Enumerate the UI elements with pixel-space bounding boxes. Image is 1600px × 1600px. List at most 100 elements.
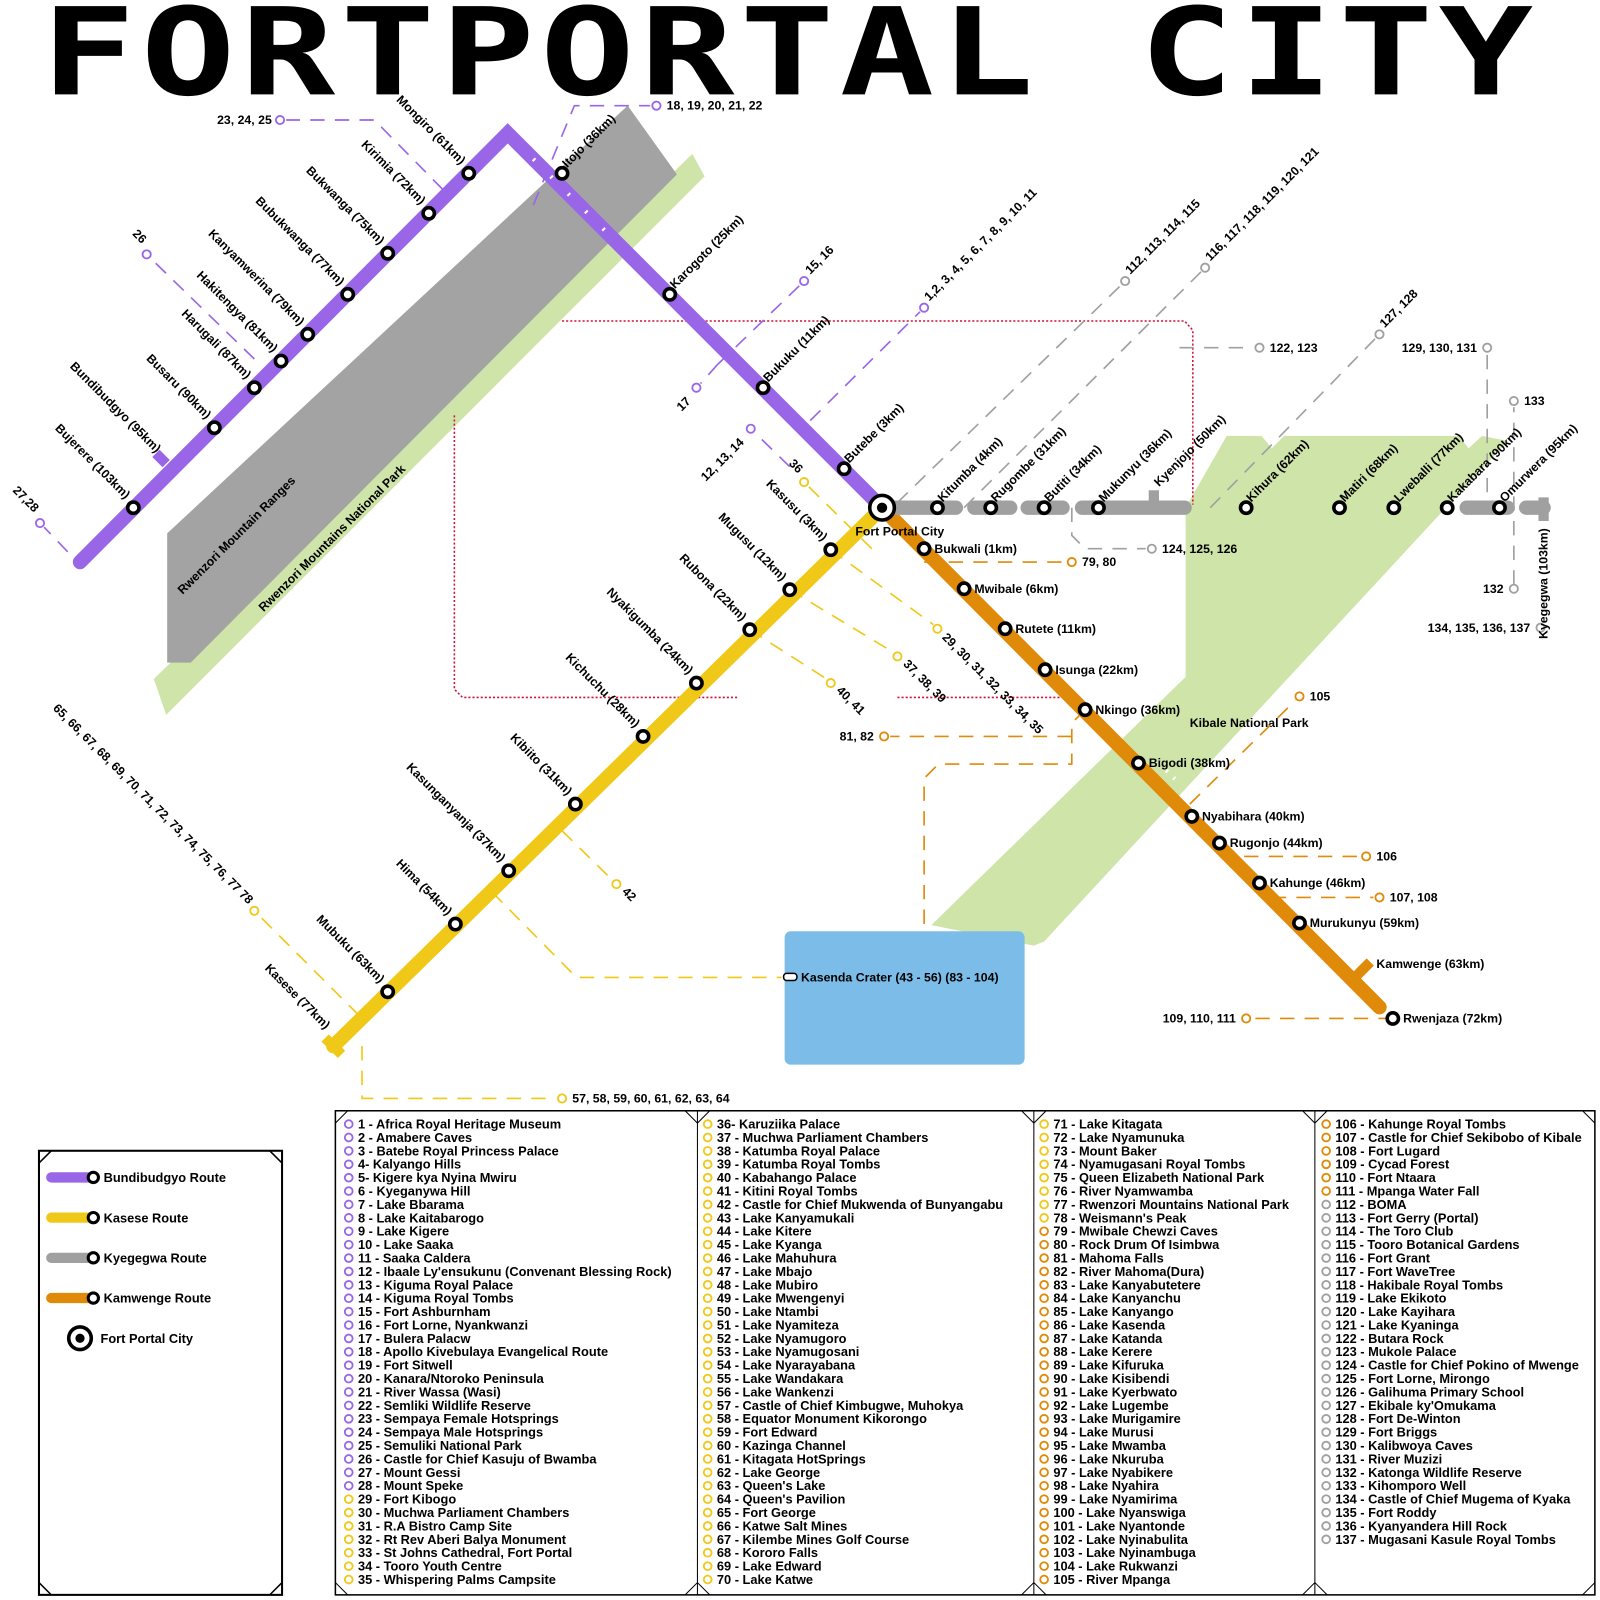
station-kamwenge[interactable]: Kamwenge (63km) bbox=[1376, 957, 1484, 971]
station-marker[interactable] bbox=[380, 984, 396, 1000]
station-marker[interactable] bbox=[1492, 500, 1507, 516]
attraction-marker[interactable] bbox=[1482, 342, 1493, 353]
attraction-branch-orange[interactable]: 107, 108 bbox=[1271, 891, 1438, 905]
station-kamwenge[interactable]: Bukwali (1km) bbox=[916, 541, 1017, 557]
attraction-marker[interactable] bbox=[799, 275, 810, 287]
station-kasese[interactable]: Rubona (22km) bbox=[677, 551, 758, 638]
station-marker[interactable] bbox=[380, 245, 396, 261]
station-kasese[interactable]: Kasusu (3km) bbox=[763, 477, 839, 558]
attraction-branch-purple[interactable]: 17 bbox=[674, 363, 719, 414]
attraction-branch-orange[interactable]: 106 bbox=[1219, 850, 1397, 864]
attraction-marker[interactable] bbox=[611, 879, 622, 890]
station-marker[interactable] bbox=[273, 353, 289, 369]
attraction-marker[interactable] bbox=[651, 100, 662, 111]
station-marker[interactable] bbox=[501, 863, 517, 879]
station-marker[interactable] bbox=[1036, 500, 1052, 516]
station-marker[interactable] bbox=[1252, 875, 1267, 891]
station-kamwenge[interactable]: Kahunge (46km) bbox=[1252, 875, 1366, 891]
station-marker[interactable] bbox=[1091, 500, 1106, 516]
attraction-branch-yellow[interactable]: 65, 66, 67, 68, 69, 70, 71, 72, 73, 74, … bbox=[50, 701, 360, 1016]
attraction-marker[interactable] bbox=[745, 423, 756, 434]
station-marker[interactable] bbox=[1212, 835, 1227, 851]
station-marker[interactable] bbox=[300, 326, 316, 342]
attraction-branch-purple[interactable]: 27,28 bbox=[10, 483, 69, 553]
station-marker[interactable] bbox=[1439, 500, 1455, 516]
station-marker[interactable] bbox=[929, 500, 945, 516]
station-marker[interactable] bbox=[1131, 755, 1146, 771]
station-kasese[interactable]: Hima (54km) bbox=[393, 856, 463, 932]
attraction-marker[interactable] bbox=[1294, 691, 1305, 702]
station-bundibudgyo[interactable]: Bujerere (103km) bbox=[52, 421, 141, 516]
attraction-branch-grey[interactable]: 133 bbox=[1508, 394, 1545, 585]
attraction-marker[interactable] bbox=[1200, 262, 1211, 273]
attraction-branch-purple[interactable]: 15, 16 bbox=[717, 243, 837, 365]
attraction-marker[interactable] bbox=[557, 1093, 568, 1104]
station-marker[interactable] bbox=[742, 622, 758, 638]
station-kamwenge[interactable]: Isunga (22km) bbox=[1037, 662, 1138, 678]
attraction-branch-yellow[interactable]: 57, 58, 59, 60, 61, 62, 63, 64 bbox=[361, 1046, 730, 1106]
station-kasese[interactable]: Kichuchu (28km) bbox=[563, 650, 651, 744]
attraction-marker[interactable] bbox=[1508, 583, 1519, 594]
attraction-branch-yellow[interactable]: 42 bbox=[561, 830, 639, 904]
station-bundibudgyo[interactable]: Busaru (90km) bbox=[144, 351, 222, 436]
station-bundibudgyo[interactable]: Butebe (3km) bbox=[836, 401, 906, 477]
attraction-marker[interactable] bbox=[892, 651, 903, 662]
attraction-marker[interactable] bbox=[1508, 395, 1519, 407]
station-marker[interactable] bbox=[956, 581, 972, 597]
attraction-branch-grey[interactable]: 124, 125, 126 bbox=[1070, 507, 1238, 556]
attraction-marker[interactable] bbox=[1120, 275, 1131, 287]
station-kamwenge[interactable]: Rutete (11km) bbox=[997, 621, 1096, 637]
station-marker[interactable] bbox=[997, 621, 1013, 637]
attraction-marker[interactable] bbox=[932, 623, 943, 634]
attraction-marker[interactable] bbox=[1066, 557, 1077, 568]
attraction-branch-grey[interactable]: 132 bbox=[1483, 582, 1519, 596]
station-marker[interactable] bbox=[983, 500, 999, 516]
attraction-marker[interactable] bbox=[919, 302, 930, 313]
attraction-marker[interactable] bbox=[1535, 622, 1546, 633]
attraction-branch-purple[interactable]: 12, 13, 14 bbox=[698, 423, 791, 484]
attraction-marker[interactable] bbox=[274, 114, 286, 126]
station-kamwenge[interactable]: Murukunyu (59km) bbox=[1292, 915, 1419, 931]
attraction-branch-purple[interactable]: 1,2, 3, 4, 5, 6, 7, 8, 9, 10, 11 bbox=[809, 185, 1040, 422]
station-marker[interactable] bbox=[567, 796, 583, 812]
station-kasese[interactable]: Nyakigumba (24km) bbox=[604, 585, 704, 691]
station-bundibudgyo[interactable]: Karogoto (25km) bbox=[662, 212, 746, 302]
station-marker[interactable] bbox=[1184, 808, 1200, 824]
station-marker[interactable] bbox=[1292, 915, 1307, 931]
attraction-branch-orange[interactable]: 105 bbox=[1189, 690, 1331, 805]
station-kamwenge[interactable]: Rugonjo (44km) bbox=[1212, 835, 1323, 851]
station-kamwenge[interactable]: Rwenjaza (72km) bbox=[1385, 1011, 1502, 1026]
station-marker[interactable] bbox=[1077, 702, 1093, 718]
station-kasese[interactable]: Mugusu (12km) bbox=[716, 510, 798, 598]
station-kyegegwa[interactable]: Kyegegwa (103km) bbox=[1537, 528, 1551, 639]
station-marker[interactable] bbox=[340, 286, 356, 302]
station-bundibudgyo[interactable]: Kirimia (72km) bbox=[358, 137, 437, 221]
attraction-branch-orange[interactable]: 109, 110, 111 bbox=[1163, 1012, 1393, 1026]
attraction-branch-grey[interactable]: 129, 130, 131 bbox=[1402, 341, 1493, 493]
attraction-marker[interactable] bbox=[799, 477, 810, 488]
attraction-marker[interactable] bbox=[825, 678, 836, 689]
attraction-branch-purple[interactable]: 18, 19, 20, 21, 22 bbox=[532, 99, 763, 206]
attraction-branch-grey[interactable]: 112, 113, 114, 115 bbox=[896, 196, 1203, 504]
station-marker[interactable] bbox=[1238, 500, 1254, 516]
station-kamwenge[interactable]: Bigodi (38km) bbox=[1131, 755, 1230, 771]
station-marker[interactable] bbox=[662, 286, 678, 302]
attraction-marker[interactable] bbox=[249, 905, 260, 916]
station-kasese[interactable]: Mubuku (63km) bbox=[314, 912, 396, 1000]
station-kamwenge[interactable]: Nkingo (36km) bbox=[1077, 702, 1180, 718]
station-marker[interactable] bbox=[125, 500, 141, 516]
station-marker[interactable] bbox=[246, 380, 262, 396]
attraction-branch-orange[interactable]: 79, 80 bbox=[924, 555, 1116, 569]
station-bundibudgyo[interactable]: Bukuku (11km) bbox=[755, 313, 832, 396]
attraction-marker[interactable] bbox=[691, 382, 702, 393]
station-marker[interactable] bbox=[1386, 500, 1402, 516]
attraction-marker[interactable] bbox=[1374, 892, 1385, 903]
attraction-branch-grey[interactable]: 122, 123 bbox=[1179, 341, 1318, 355]
station-marker[interactable] bbox=[635, 728, 651, 744]
station-marker[interactable] bbox=[206, 420, 222, 436]
attraction-marker[interactable] bbox=[879, 731, 890, 742]
station-bundibudgyo[interactable]: Bukwanga (75km) bbox=[303, 163, 396, 261]
station-marker[interactable] bbox=[755, 380, 771, 396]
attraction-branch-orange[interactable]: 81, 82 bbox=[840, 730, 1072, 744]
station-kamwenge[interactable]: Nyabihara (40km) bbox=[1184, 808, 1305, 824]
